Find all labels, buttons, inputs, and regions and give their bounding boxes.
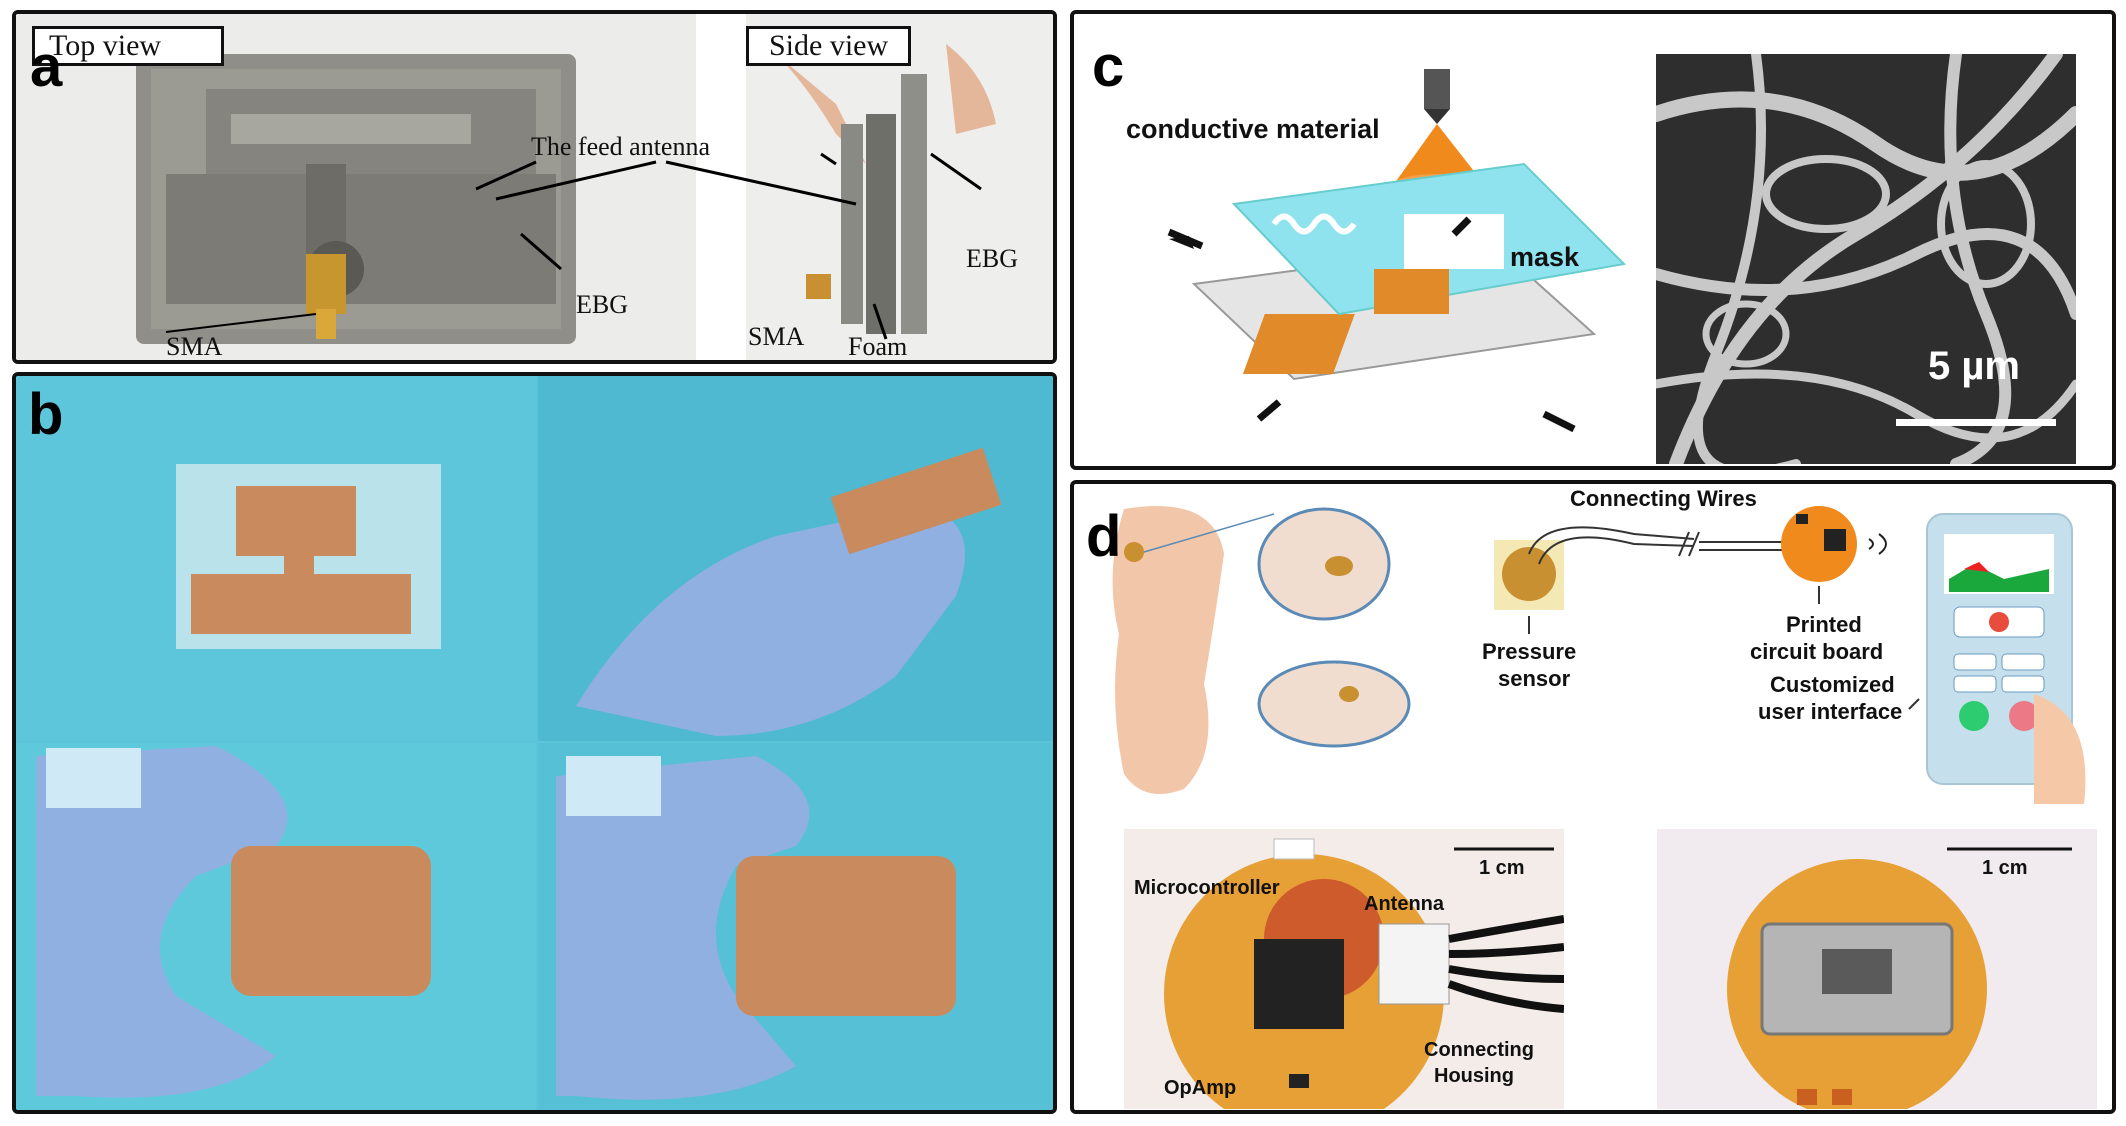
scale-label-right: 1 cm	[1982, 857, 2028, 879]
connecting-wires-label: Connecting Wires	[1570, 486, 1757, 511]
antenna-label: Antenna	[1364, 893, 1444, 915]
sma-label-side: SMA	[748, 322, 805, 351]
panel-letter-b: b	[28, 382, 64, 447]
foam-label: Foam	[848, 332, 908, 361]
housing-label-line2: Housing	[1434, 1065, 1514, 1087]
photo-side-view	[746, 14, 1053, 360]
side-view-photo	[776, 44, 996, 340]
conductive-material-label: conductive material	[1126, 114, 1380, 144]
housing-photo: 1 cm	[1657, 829, 2097, 1109]
panel-b: b	[12, 372, 1057, 1114]
housing-label-line1: Connecting	[1424, 1039, 1534, 1061]
pcb-photo: Microcontroller Antenna OpAmp Connecting…	[1124, 829, 1564, 1109]
pcb-label-line1: Printed	[1786, 612, 1862, 637]
panel-a: a Top view Side view The feed antenna EB…	[12, 10, 1057, 364]
ui-label-line1: Customized	[1770, 672, 1895, 697]
microcontroller-label: Microcontroller	[1134, 877, 1280, 899]
sem-image: 5 µm	[1656, 54, 2076, 464]
ebg-label-side: EBG	[966, 244, 1018, 273]
side-view-label: Side view	[746, 26, 912, 66]
ui-label-line2: user interface	[1758, 699, 1903, 724]
ebg-antenna-photo	[136, 54, 576, 344]
pcb-label-line2: circuit board	[1750, 639, 1884, 664]
feed-antenna-arrows	[495, 160, 857, 206]
flexible-antenna-photos	[16, 376, 1053, 1110]
scale-bar-label: 5 µm	[1928, 344, 2020, 388]
pressure-sensor-label-line2: sensor	[1498, 666, 1571, 691]
pressure-sensor-label-line1: Pressure	[1482, 639, 1577, 664]
top-view-label: Top view	[32, 26, 225, 66]
panel-letter-a: a	[30, 34, 63, 99]
photo-top-view	[16, 14, 696, 360]
opamp-label: OpAmp	[1164, 1077, 1237, 1099]
panel-letter-d: d	[1086, 504, 1122, 569]
panel-c: c conductive material mask	[1070, 10, 2116, 470]
feed-antenna-label: The feed antenna	[531, 132, 711, 161]
panel-letter-c: c	[1092, 34, 1125, 99]
panel-d: d	[1070, 480, 2116, 1114]
mask-label: mask	[1510, 242, 1580, 272]
scale-label-left: 1 cm	[1479, 857, 1525, 879]
foot-sensor-diagram	[1112, 506, 2086, 804]
mask-printing-diagram	[1167, 69, 1627, 433]
ebg-label-top: EBG	[576, 290, 628, 319]
coin-housing	[1727, 847, 2072, 1109]
fiber-network	[1656, 54, 2076, 464]
pcb-board	[1164, 838, 1564, 1109]
sma-label-top: SMA	[166, 332, 223, 361]
